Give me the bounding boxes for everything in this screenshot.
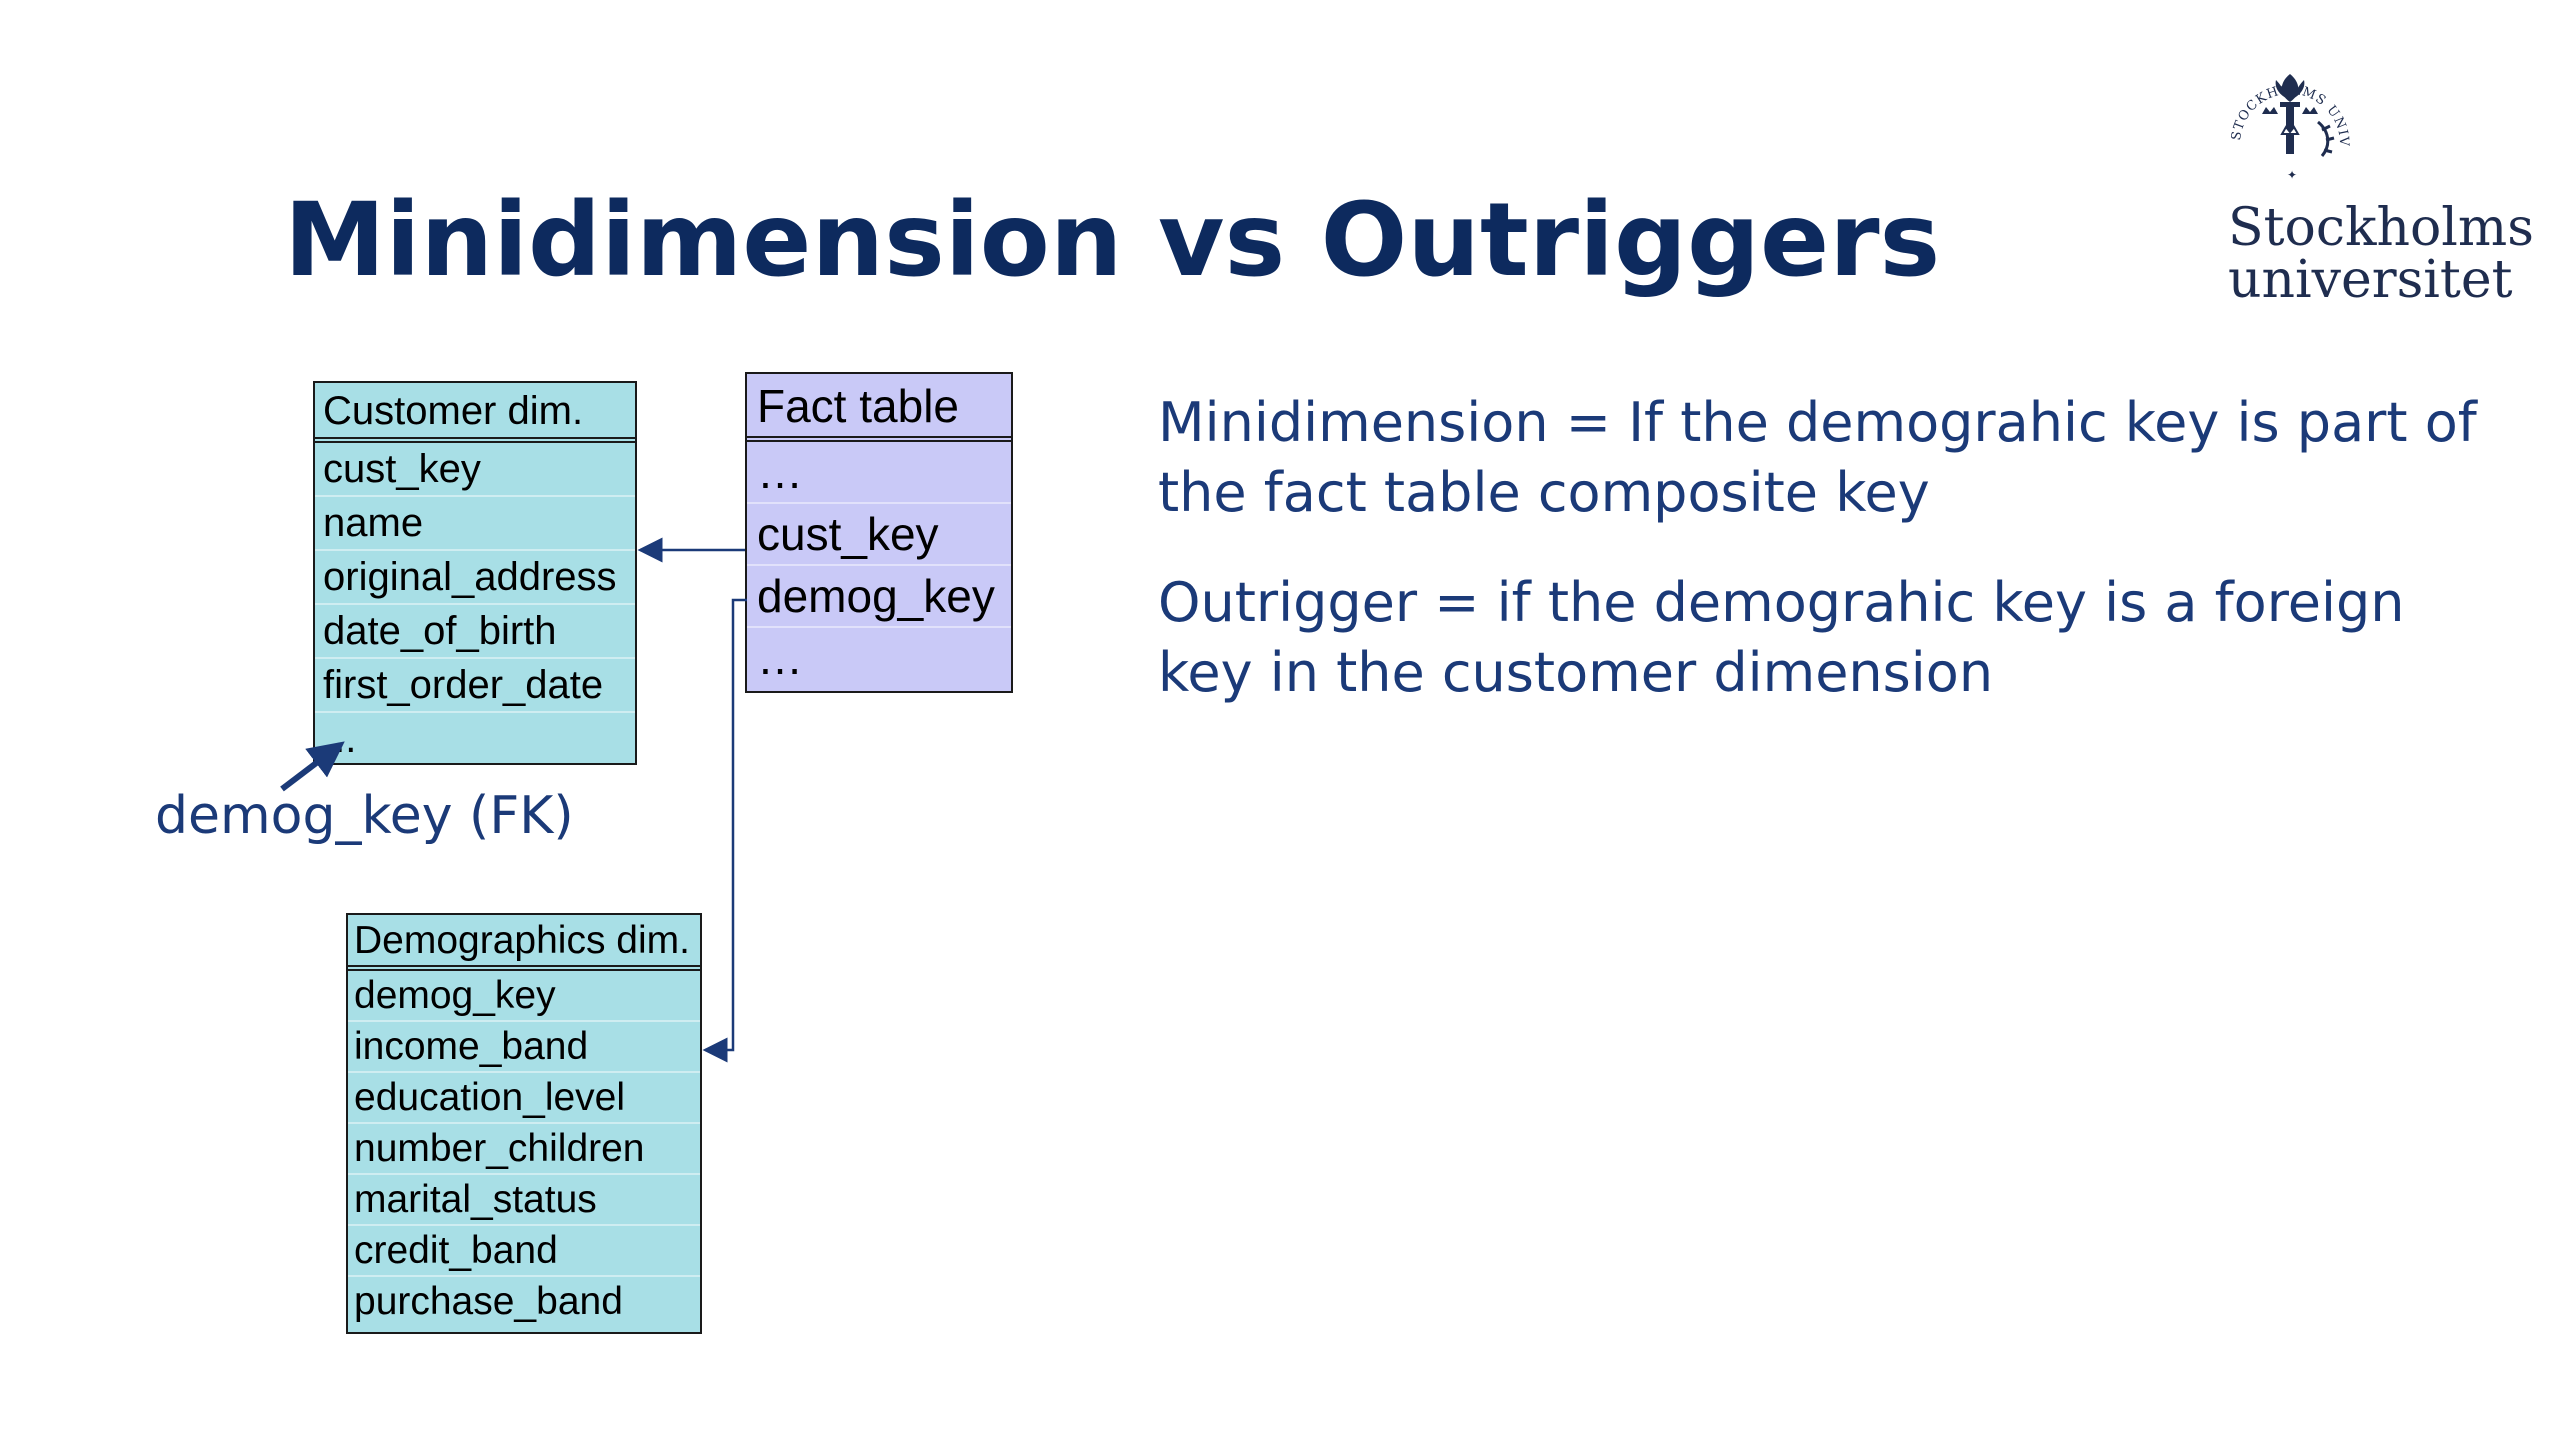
customer-dim-row-first-order-date: first_order_date [315, 659, 635, 713]
university-logo: STOCKHOLMS UNIVERSITET ✦ Stockholms univ… [2210, 52, 2534, 312]
slide-title: Minidimension vs Outriggers [284, 181, 1941, 300]
demographics-dim-row-education-level: education_level [348, 1073, 700, 1124]
demog-key-fk-label: demog_key (FK) [155, 786, 574, 846]
svg-text:STOCKHOLMS UNIVERSITET: STOCKHOLMS UNIVERSITET [2210, 52, 2351, 147]
customer-dim-row-date-of-birth: date_of_birth [315, 605, 635, 659]
customer-dim-title: Customer dim. [315, 383, 635, 443]
customer-dim-row-name: name [315, 497, 635, 551]
demographics-dim-table: Demographics dim. demog_key income_band … [346, 913, 702, 1334]
fact-table-row-ellipsis-bottom: … [757, 632, 803, 684]
university-name-line2: universitet [2228, 250, 2513, 310]
outrigger-definition: Outrigger = if the demograhic key is a f… [1158, 571, 2405, 704]
fact-table-row-demog-key: demog_key [747, 566, 1011, 628]
minidimension-definition: Minidimension = If the demograhic key is… [1158, 391, 2477, 524]
customer-dim-row-ellipsis: ... [323, 717, 357, 761]
demographics-dim-row-credit-band: credit_band [348, 1226, 700, 1277]
svg-text:✦: ✦ [2287, 168, 2297, 182]
customer-dim-row-cust-key: cust_key [315, 443, 635, 497]
customer-dim-row-original-address: original_address [315, 551, 635, 605]
customer-dim-table: Customer dim. cust_key name original_add… [313, 381, 637, 765]
fact-table-row-ellipsis-top: … [747, 442, 1011, 504]
fact-table-title: Fact table [747, 374, 1011, 442]
fact-table-row-cust-key: cust_key [747, 504, 1011, 566]
fact-table: Fact table … cust_key demog_key … [745, 372, 1013, 693]
fact-to-demographics-connector [702, 598, 747, 1063]
university-name: Stockholms universitet [2228, 202, 2534, 306]
demographics-dim-row-income-band: income_band [348, 1022, 700, 1073]
demographics-dim-row-purchase-band: purchase_band [354, 1280, 623, 1323]
demographics-dim-row-demog-key: demog_key [348, 971, 700, 1022]
university-name-line1: Stockholms [2228, 198, 2534, 258]
demographics-dim-title: Demographics dim. [348, 915, 700, 971]
university-seal-icon: STOCKHOLMS UNIVERSITET ✦ [2210, 52, 2351, 182]
demographics-dim-row-marital-status: marital_status [348, 1175, 700, 1226]
demographics-dim-row-number-children: number_children [348, 1124, 700, 1175]
